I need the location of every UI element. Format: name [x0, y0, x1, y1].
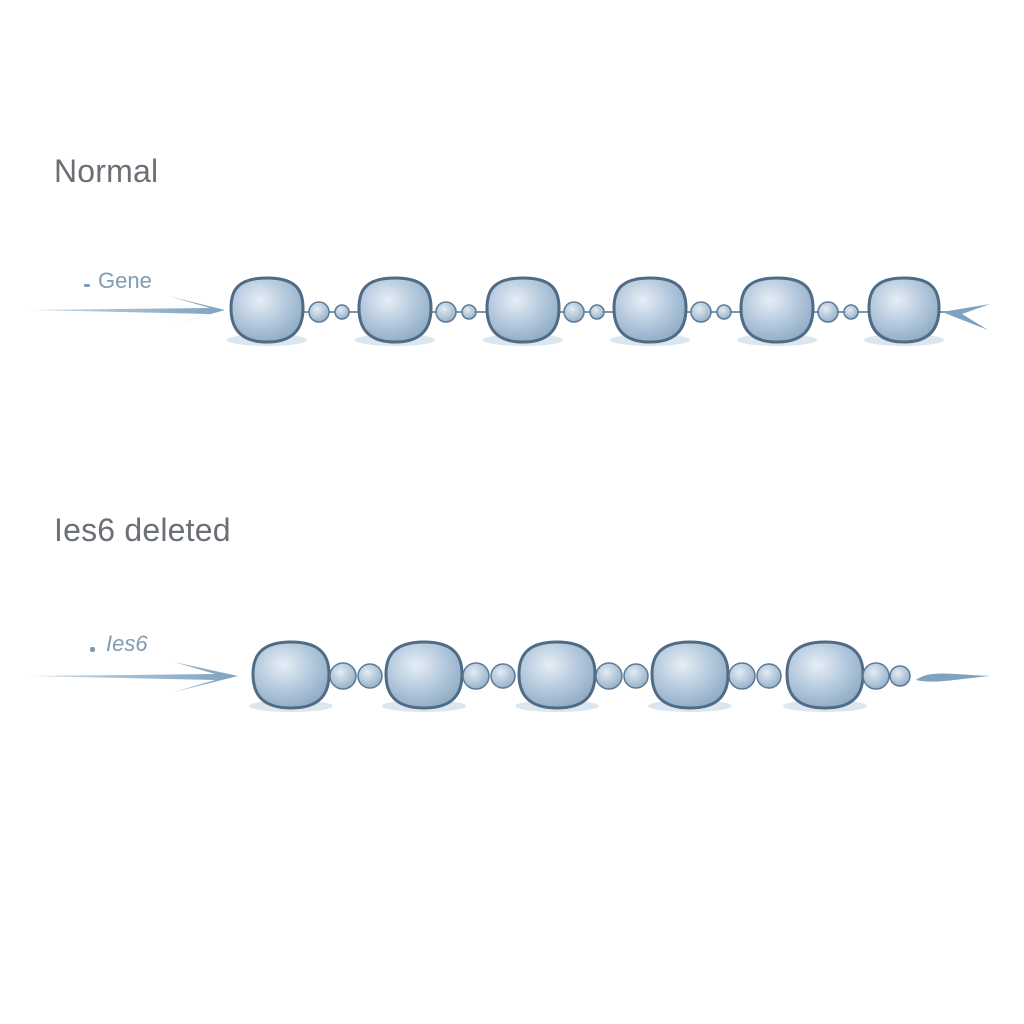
bead-icon [382, 640, 466, 712]
arrow-right-icon [30, 662, 238, 692]
linker-bead-icon [435, 301, 477, 323]
label-dot [84, 284, 90, 287]
panel-title-deleted: Ies6 deleted [54, 512, 231, 548]
linker-bead-icon [563, 301, 605, 323]
bead-icon [610, 276, 690, 346]
bead-icon [483, 276, 563, 346]
bead-icon [515, 640, 599, 712]
strand-deleted [30, 640, 990, 712]
bead-icon [227, 276, 307, 346]
panel-title-normal: Normal [54, 153, 159, 189]
linker-bead-icon [595, 662, 649, 690]
linker-bead-icon [817, 301, 859, 323]
linker-bead-icon [862, 662, 911, 690]
strand-tail-icon [916, 673, 990, 682]
linker-bead-icon [728, 662, 782, 690]
arrow-tail-icon [942, 304, 990, 330]
bead-icon [864, 276, 944, 346]
linker-bead-icon [308, 301, 350, 323]
arrow-right-icon [30, 296, 225, 326]
arrow-label-ies6: Ies6 [106, 631, 148, 656]
linker-bead-icon [329, 662, 383, 690]
bead-icon [249, 640, 333, 712]
linker-bead-icon [462, 662, 516, 690]
label-dot [90, 647, 95, 652]
bead-icon [783, 640, 867, 712]
bead-icon [648, 640, 732, 712]
bead-icon [737, 276, 817, 346]
strand-normal [30, 276, 990, 346]
arrow-label-gene: Gene [98, 268, 152, 293]
linker-bead-icon [690, 301, 732, 323]
bead-icon [355, 276, 435, 346]
